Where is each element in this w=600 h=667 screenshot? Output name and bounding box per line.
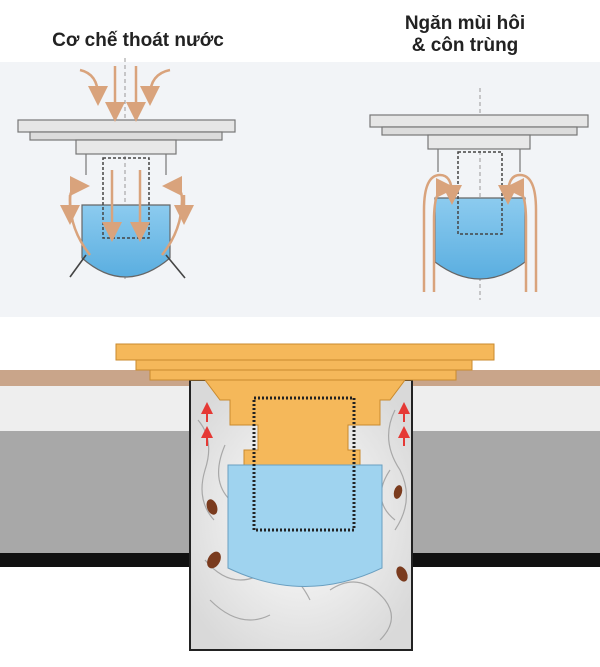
water-cup	[81, 204, 171, 278]
drainage-diagram	[0, 58, 600, 317]
water-cup-right	[434, 197, 526, 280]
water-seal	[227, 464, 383, 587]
odor-title: Ngăn mùi hôi & côn trùng	[380, 13, 550, 57]
odor-title-line-2: & côn trùng	[411, 35, 519, 56]
inner-bell	[102, 157, 150, 239]
odor-title-line-1: Ngăn mùi hôi	[404, 13, 526, 34]
trap-neck	[75, 139, 177, 155]
cockroach-icon	[207, 551, 221, 569]
odor-block-diagram	[369, 88, 589, 300]
cockroach-icon	[396, 566, 408, 582]
cover-rim	[29, 131, 223, 141]
flow-arrows	[60, 66, 194, 256]
odor-arrows	[201, 402, 410, 446]
cockroaches	[206, 485, 408, 582]
cross-section	[0, 343, 600, 651]
cockroach-icon	[206, 499, 218, 515]
cover-plate	[17, 119, 236, 133]
drainage-title: Cơ chế thoát nước	[52, 30, 224, 51]
cover-plate-right	[369, 114, 589, 128]
trap-cover-top	[115, 343, 495, 361]
blocked-flow-arrows	[422, 173, 538, 292]
inner-bell-large	[252, 396, 356, 532]
cockroach-icon	[393, 485, 403, 499]
